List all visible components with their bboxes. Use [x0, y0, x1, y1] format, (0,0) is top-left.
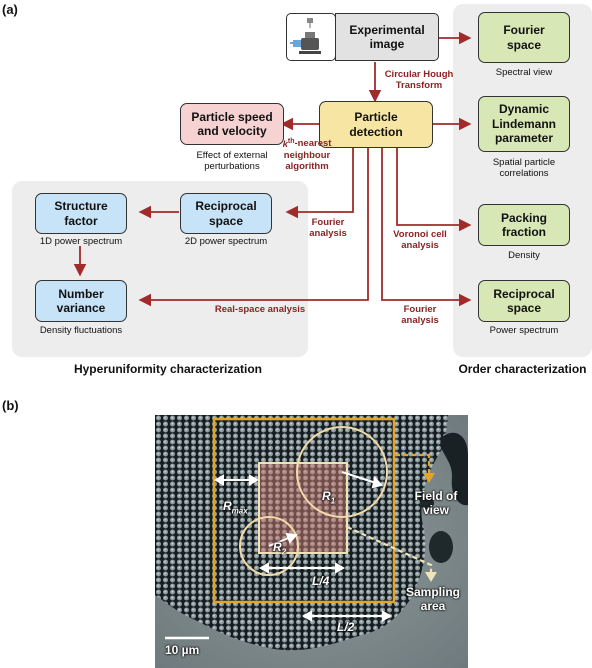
- hough-transform-label: Circular Hough Transform: [384, 69, 454, 92]
- density-label: Density: [508, 250, 540, 261]
- spatial-correlations-label: Spatial particle correlations: [492, 157, 556, 180]
- structure-factor-node: Structure factor: [35, 193, 127, 234]
- field-of-view-box: [212, 417, 396, 604]
- scale-bar-label: 10 µm: [165, 643, 200, 657]
- sampling-area-box: [258, 462, 348, 554]
- density-fluctuations-label: Density fluctuations: [39, 325, 123, 336]
- l2-label: L/2: [337, 620, 355, 634]
- particle-speed-node: Particle speed and velocity: [180, 103, 284, 145]
- arrow-detection-to-number-variance: [138, 148, 369, 307]
- order-title: Order characterization: [458, 362, 587, 376]
- panel-a-label: (a): [2, 2, 18, 17]
- experimental-image-node: Experimental image: [335, 13, 439, 61]
- reciprocal-space-2d-node: Reciprocal space: [180, 193, 272, 234]
- l4-label: L/4: [312, 574, 330, 588]
- number-variance-node: Number variance: [35, 280, 127, 322]
- r1-circle: [296, 426, 388, 518]
- field-of-view-label: Field of view: [414, 489, 458, 517]
- arrow-detection-to-packing: [396, 148, 472, 232]
- arrow-detection-to-reciprocal2d: [285, 148, 354, 219]
- fourier-analysis-label-2: Fourier analysis: [401, 304, 439, 327]
- knn-label: kth-nearest neighbour algorithm: [282, 137, 332, 173]
- real-space-label: Real-space analysis: [214, 304, 306, 315]
- power-1d-label: 1D power spectrum: [39, 236, 123, 247]
- sampling-area-label: Sampling area: [405, 585, 460, 613]
- spectral-view-label: Spectral view: [495, 67, 553, 78]
- power-spectrum-label: Power spectrum: [489, 325, 559, 336]
- effect-external-label: Effect of external perturbations: [196, 150, 268, 173]
- arrow-detection-to-reciprocal-order: [381, 148, 472, 307]
- r-max-label: Rmax: [223, 498, 248, 516]
- r2-circle: [239, 516, 299, 576]
- particle-detection-node: Particle detection: [319, 101, 433, 148]
- reciprocal-space-order-node: Reciprocal space: [478, 280, 570, 322]
- power-2d-label: 2D power spectrum: [184, 236, 268, 247]
- fourier-space-node: Fourier space: [478, 12, 570, 63]
- flow-arrows: [73, 31, 472, 307]
- r2-label: R2: [273, 539, 287, 557]
- packing-fraction-node: Packing fraction: [478, 204, 570, 246]
- panel-b-label: (b): [2, 398, 19, 413]
- micrograph: Rmax R1 R2 L/4 L/2 Field of view Samplin…: [155, 415, 468, 668]
- voronoi-label: Voronoi cell analysis: [393, 229, 447, 252]
- r1-label: R1: [322, 488, 336, 506]
- hyperuniformity-title: Hyperuniformity characterization: [73, 362, 263, 376]
- camera-icon: [286, 13, 336, 61]
- fourier-analysis-label-1: Fourier analysis: [309, 217, 347, 240]
- dynamic-lindemann-node: Dynamic Lindemann parameter: [478, 96, 570, 152]
